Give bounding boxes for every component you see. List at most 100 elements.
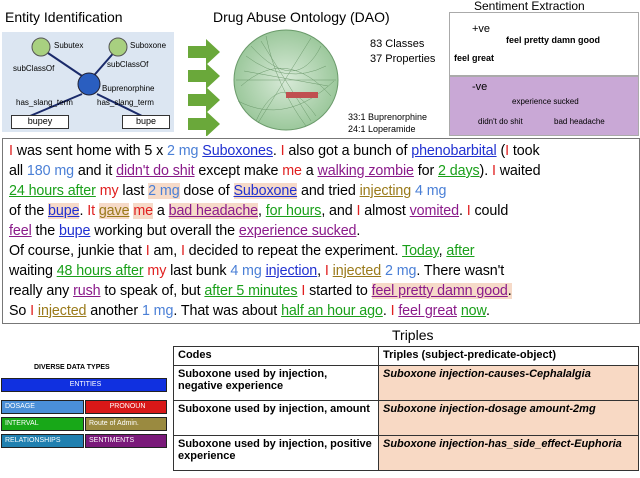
triple-cell: Suboxone injection-causes-Cephalalgia <box>378 365 639 401</box>
annotation-entity: Suboxones <box>202 143 273 159</box>
stat-buprenorphine: 33:1 Buprenorphine <box>348 112 428 122</box>
annotation-interval: after 5 minutes <box>204 283 298 299</box>
annotation-text: , and <box>321 203 357 219</box>
annotation-sentiment: walking zombie <box>317 163 414 179</box>
negative-sentiment-panel: -ve experience sucked didn't do shit bad… <box>449 76 639 136</box>
table-row: Suboxone used by injection, negative exp… <box>173 365 639 401</box>
annotation-interval: 48 hours after <box>56 263 144 279</box>
annotation-dosage: 1 mg <box>141 303 174 319</box>
annotation-text: . That was about <box>173 303 282 319</box>
annotation-text: and it <box>73 163 117 179</box>
annotation-text: to speak of, but <box>100 283 205 299</box>
edge-subutex <box>41 48 89 81</box>
header-triples: Triples (subject-predicate-object) <box>378 346 639 366</box>
properties-count: 37 Properties <box>370 53 436 65</box>
annotation-interval: half an hour ago <box>281 303 383 319</box>
text-line: So I injected another 1 mg. That was abo… <box>9 303 490 319</box>
annotation-entity: bupe <box>48 203 80 219</box>
annotation-interval: for hours <box>265 203 322 219</box>
annotation-text: , <box>317 263 325 279</box>
annotation-pronoun: I <box>390 303 395 319</box>
arrow-icon-2 <box>188 63 220 89</box>
annotation-text: also got a bunch of <box>284 143 412 159</box>
annotation-pronoun: me <box>133 203 153 219</box>
legend-relationships: RELATIONSHIPS <box>1 434 84 448</box>
code-cell: Suboxone used by injection, amount <box>173 400 379 436</box>
subclassof-right-label: subClassOf <box>107 60 149 69</box>
annotation-text: a <box>301 163 318 179</box>
text-line: all 180 mg and it didn't do shit except … <box>9 163 541 179</box>
slang-right-label: has_slang_term <box>97 98 154 107</box>
slang-left-label: has_slang_term <box>16 98 73 107</box>
annotation-sentiment: feel <box>9 223 32 239</box>
edge-bupe <box>96 93 143 117</box>
table-row: Suboxone used by injection, amount Subox… <box>173 400 639 436</box>
annotation-text: . <box>356 223 361 239</box>
legend-route: Route of Admin. <box>85 417 167 431</box>
annotation-sentiment: feel great <box>398 303 457 319</box>
annotation-pronoun: I <box>505 143 509 159</box>
annotation-dosage: 2 mg <box>148 183 180 199</box>
annotation-text: the <box>31 223 59 239</box>
stat-loperamide: 24:1 Loperamide <box>348 124 416 134</box>
annotation-text: another <box>86 303 142 319</box>
subutex-node <box>31 37 51 57</box>
code-cell: Suboxone used by injection, negative exp… <box>173 365 379 401</box>
annotation-sentiment: didn't do shit <box>116 163 195 179</box>
subclassof-left-label: subClassOf <box>13 64 55 73</box>
table-row: Suboxone used by injection, positive exp… <box>173 435 639 471</box>
ontology-edges <box>236 35 336 127</box>
annotation-pronoun: I <box>280 143 285 159</box>
legend-dosage: DOSAGE <box>1 400 84 414</box>
edge-bupey <box>29 93 83 117</box>
annotation-text: . <box>459 203 467 219</box>
annotation-dosage: 4 mg <box>415 183 447 199</box>
annotation-text: could <box>470 203 509 219</box>
annotation-sentiment: bad headache <box>168 203 259 219</box>
annotation-pronoun: me <box>282 163 302 179</box>
annotation-dosage: 4 mg <box>230 263 262 279</box>
annotation-text: a <box>152 203 169 219</box>
text-line: Of course, junkie that I am, I decided t… <box>9 243 475 259</box>
suboxone-node <box>108 37 128 57</box>
annotation-interval: Today <box>402 243 439 259</box>
annotation-text: ( <box>496 143 506 159</box>
annotation-pronoun: I <box>145 243 150 259</box>
annotation-text: really any <box>9 283 74 299</box>
annotation-text: . <box>272 143 281 159</box>
annotated-post-text: I was sent home with 5 x 2 mg Suboxones.… <box>2 138 640 324</box>
annotation-interval: now <box>460 303 486 319</box>
code-cell: Suboxone used by injection, positive exp… <box>173 435 379 471</box>
annotation-route: gave <box>98 203 130 219</box>
legend-pronoun: PRONOUN <box>85 400 167 414</box>
annotation-text: . <box>382 303 391 319</box>
annotation-text: , <box>438 243 447 259</box>
annotation-entity: phenobarbital <box>411 143 497 159</box>
entity-graph <box>29 37 143 117</box>
annotation-route: injected <box>332 263 382 279</box>
annotation-pronoun: I <box>180 243 185 259</box>
legend-sentiments: SENTIMENTS <box>85 434 167 448</box>
annotation-text: decided to repeat the experiment. <box>184 243 403 259</box>
legend-title: DIVERSE DATA TYPES <box>34 364 110 371</box>
annotation-text: was sent home with 5 x <box>12 143 168 159</box>
triple-cell: Suboxone injection-has_side_effect-Eupho… <box>378 435 639 471</box>
annotation-text: almost <box>360 203 410 219</box>
text-line: of the bupe. It gave me a bad headache, … <box>9 203 508 219</box>
annotation-sentiment: feel pretty damn good <box>371 283 508 299</box>
annotation-text: last <box>118 183 149 199</box>
annotation-pronoun: I <box>356 203 361 219</box>
annotation-entity: injection <box>265 263 318 279</box>
annotation-text: and tried <box>297 183 360 199</box>
entity-graph-panel: Subutex Suboxone subClassOf subClassOf B… <box>2 32 174 132</box>
ontology-title: Drug Abuse Ontology (DAO) <box>213 9 390 25</box>
sentiment-feel-pretty-damn-good: feel pretty damn good <box>506 35 601 45</box>
annotation-text: . There wasn't <box>416 263 505 279</box>
annotation-text: So <box>9 303 31 319</box>
negative-label: -ve <box>472 81 488 93</box>
annotation-text: ). <box>479 163 492 179</box>
entity-identification-title: Entity Identification <box>5 9 123 25</box>
text-line: waiting 48 hours after my last bunk 4 mg… <box>9 263 504 279</box>
sentiment-experience-sucked: experience sucked <box>512 97 579 106</box>
annotation-pronoun: I <box>324 263 329 279</box>
